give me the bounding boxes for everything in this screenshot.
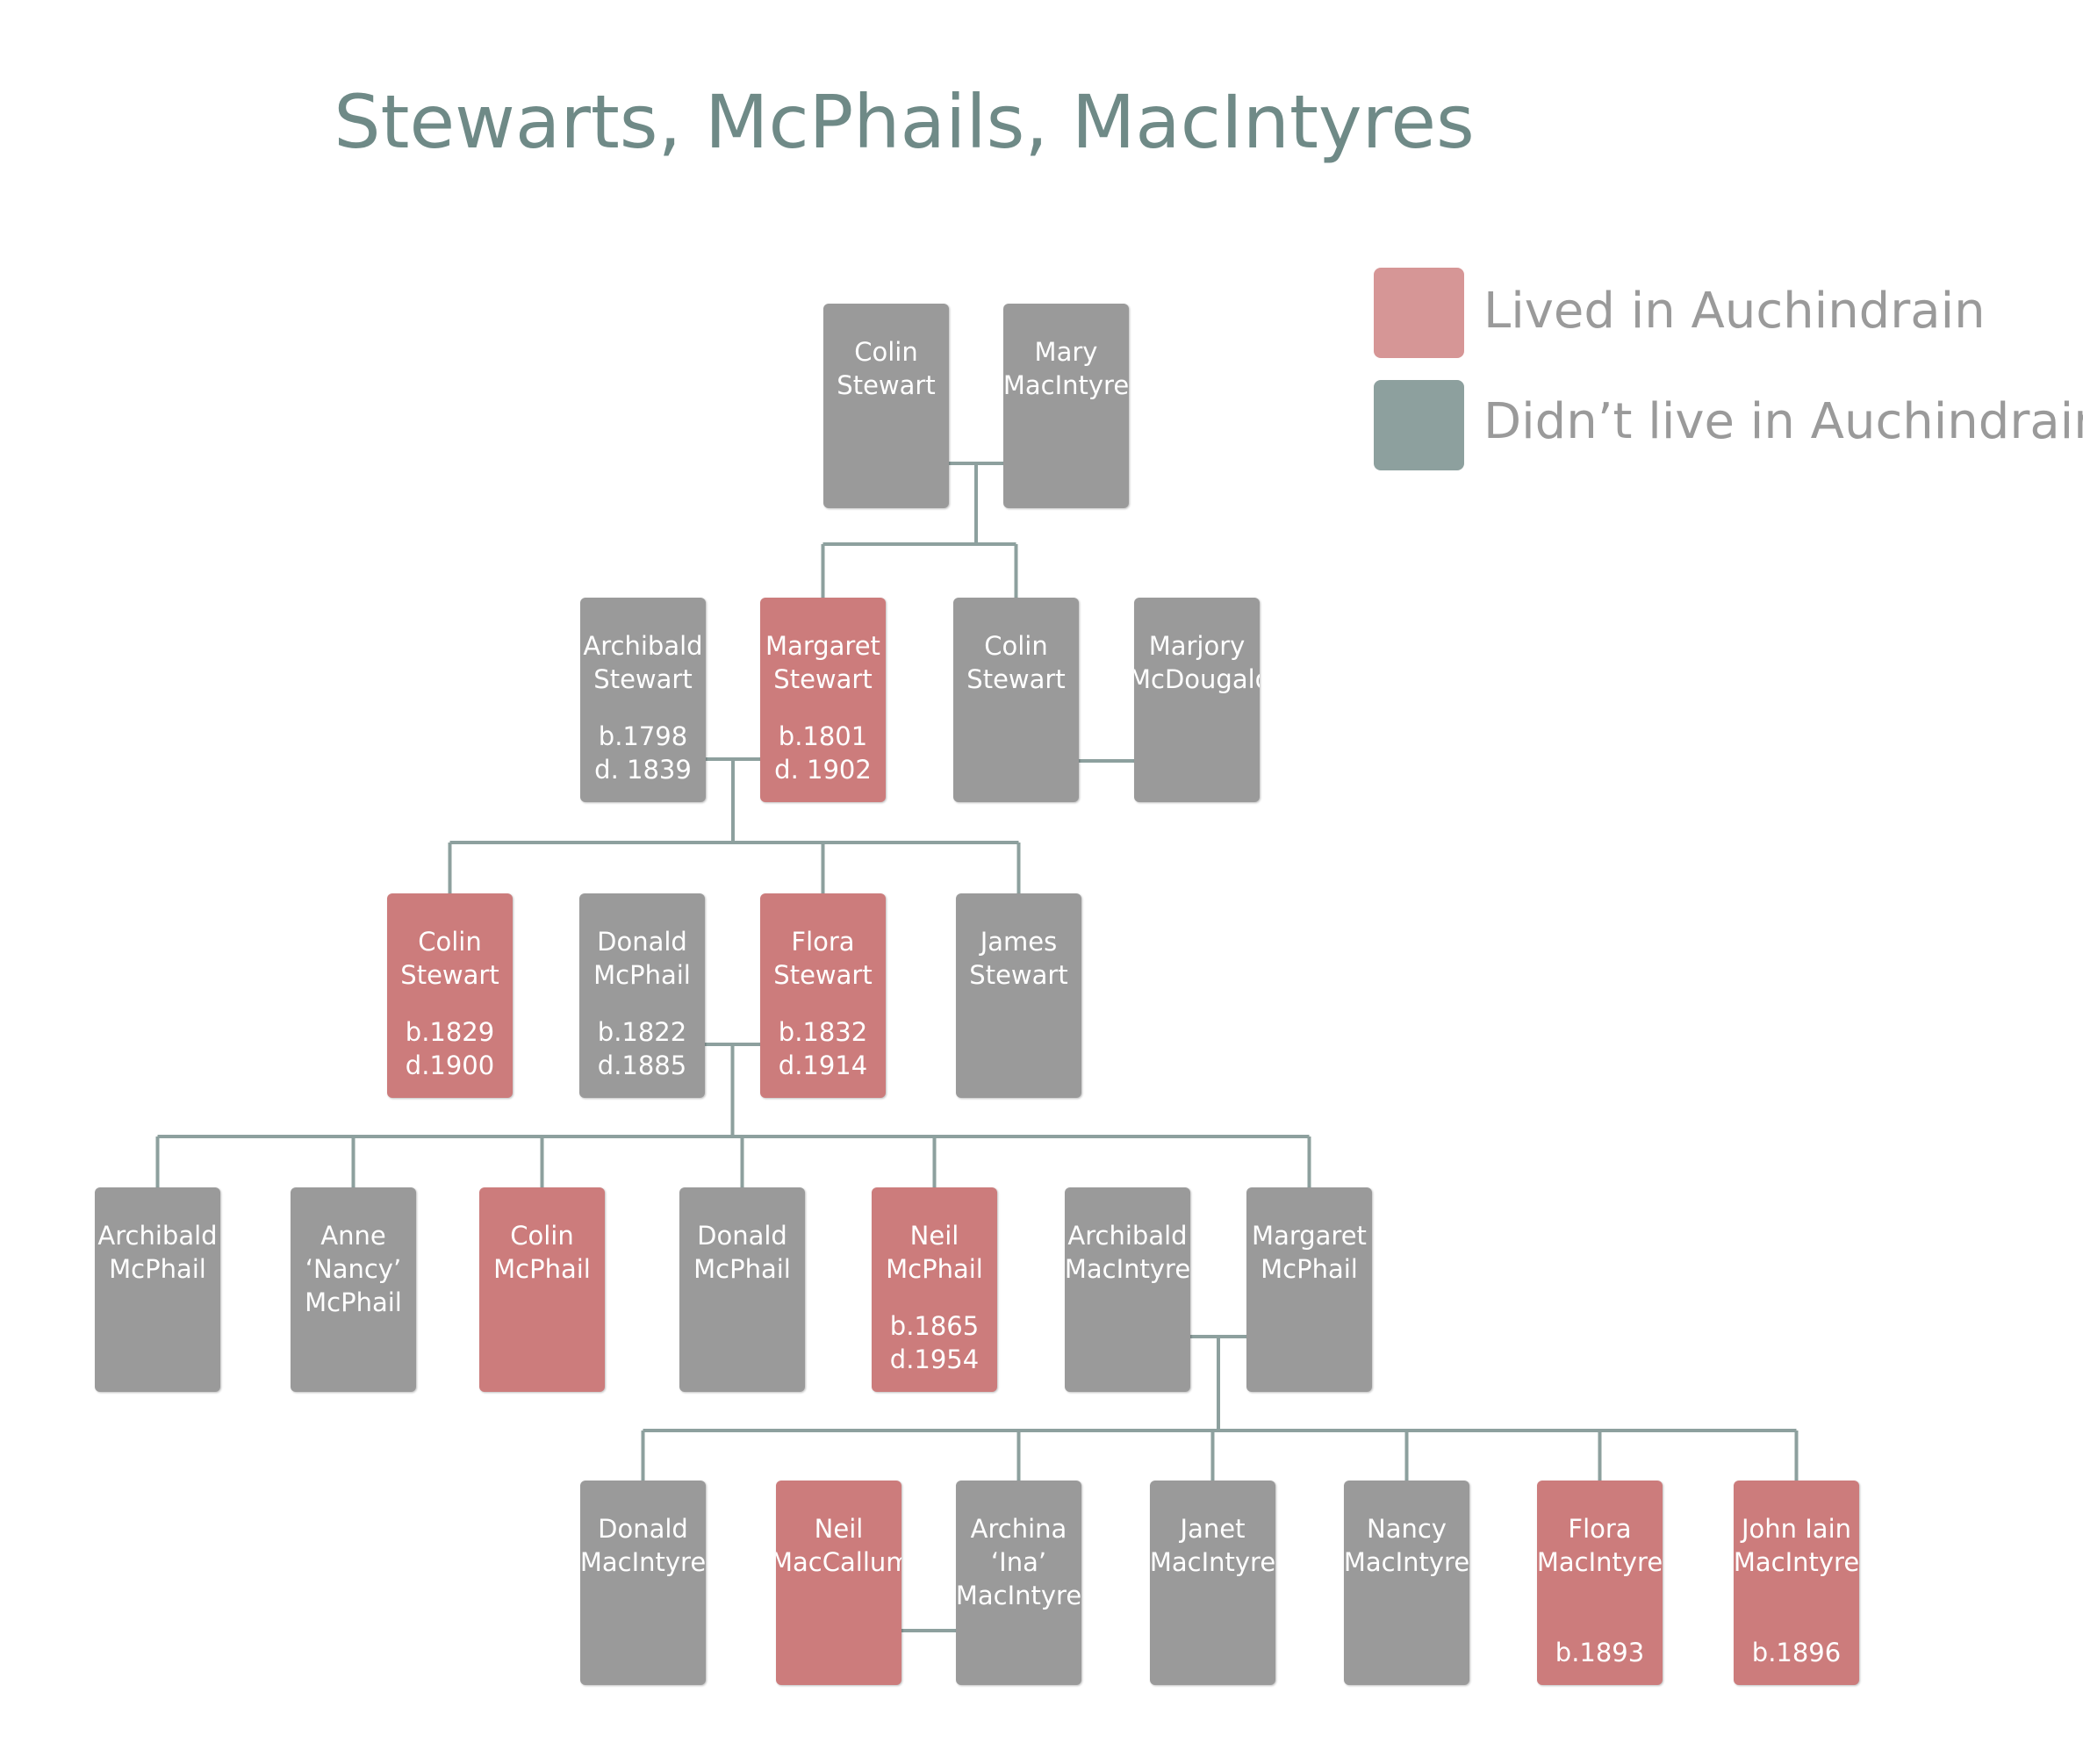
person-name: Mary MacIntyre [1003,337,1129,400]
legend-label-not-lived: Didn’t live in Auchindrain [1483,393,2083,450]
person-margaret-stewart: Margaret Stewart b.1801 d. 1902 [760,598,886,802]
person-name: Neil MacCallum [776,1514,901,1577]
person-mary-macintyre: Mary MacIntyre [1003,304,1129,508]
person-dates: b.1801 d. 1902 [774,721,872,785]
legend-swatch-lived [1374,268,1464,358]
person-name: Margaret Stewart [765,631,880,694]
person-colin-stewart-2: Colin Stewart [953,598,1079,802]
person-name: Margaret McPhail [1252,1221,1367,1284]
person-archibald-macintyre: Archibald MacIntyre [1065,1187,1190,1392]
person-name: Donald McPhail [693,1221,791,1284]
person-archibald-stewart: Archibald Stewart b.1798 d. 1839 [580,598,706,802]
person-name: Janet MacIntyre [1150,1514,1275,1577]
person-donald-macintyre: Donald MacIntyre [580,1481,706,1685]
person-donald-mcphail-2: Donald McPhail [679,1187,805,1392]
person-name: Flora Stewart [773,927,873,990]
person-dates: b.1896 [1751,1638,1842,1667]
person-name: Marjory McDougald [1134,631,1260,694]
person-donald-mcphail-1: Donald McPhail b.1822 d.1885 [579,893,705,1098]
person-flora-stewart: Flora Stewart b.1832 d.1914 [760,893,886,1098]
person-dates: b.1865 d.1954 [889,1311,980,1374]
person-marjory-mcdougald: Marjory McDougald [1134,598,1260,802]
person-anne-nancy-mcphail: Anne ‘Nancy’ McPhail [291,1187,416,1392]
person-neil-maccallum: Neil MacCallum [776,1481,901,1685]
person-name: Colin Stewart [400,927,499,990]
person-margaret-mcphail: Margaret McPhail [1246,1187,1372,1392]
person-archina-ina-macintyre: Archina ‘Ina’ MacIntyre [956,1481,1081,1685]
person-name: Nancy MacIntyre [1344,1514,1469,1577]
person-janet-macintyre: Janet MacIntyre [1150,1481,1275,1685]
person-name: Archibald McPhail [97,1221,218,1284]
person-name: Donald McPhail [593,927,691,990]
person-neil-mcphail: Neil McPhail b.1865 d.1954 [872,1187,997,1392]
person-name: Donald MacIntyre [580,1514,706,1577]
person-name: Colin McPhail [493,1221,591,1284]
person-colin-stewart-3: Colin Stewart b.1829 d.1900 [387,893,513,1098]
person-name: Anne ‘Nancy’ McPhail [305,1221,402,1317]
person-colin-stewart-1: Colin Stewart [823,304,949,508]
person-name: Archibald Stewart [583,631,703,694]
person-archibald-mcphail: Archibald McPhail [95,1187,220,1392]
person-name: Colin Stewart [837,337,936,400]
person-dates: b.1822 d.1885 [597,1017,687,1080]
person-dates: b.1893 [1555,1638,1645,1667]
person-name: Flora MacIntyre [1537,1514,1663,1577]
legend-label-lived: Lived in Auchindrain [1483,283,1986,340]
person-dates: b.1832 d.1914 [778,1017,868,1080]
person-name: Neil McPhail [886,1221,983,1284]
person-dates: b.1829 d.1900 [405,1017,495,1080]
person-james-stewart: James Stewart [956,893,1081,1098]
person-john-iain-macintyre: John Iain MacIntyre b.1896 [1734,1481,1859,1685]
person-name: James Stewart [969,927,1068,990]
person-name: Archibald MacIntyre [1065,1221,1190,1284]
page-title: Stewarts, McPhails, MacIntyres [334,79,1475,165]
person-nancy-macintyre: Nancy MacIntyre [1344,1481,1469,1685]
person-name: Colin Stewart [966,631,1066,694]
person-colin-mcphail: Colin McPhail [479,1187,605,1392]
person-name: John Iain MacIntyre [1734,1514,1859,1577]
person-dates: b.1798 d. 1839 [594,721,692,785]
person-name: Archina ‘Ina’ MacIntyre [956,1514,1081,1610]
person-flora-macintyre: Flora MacIntyre b.1893 [1537,1481,1663,1685]
legend-swatch-not-lived [1374,380,1464,470]
